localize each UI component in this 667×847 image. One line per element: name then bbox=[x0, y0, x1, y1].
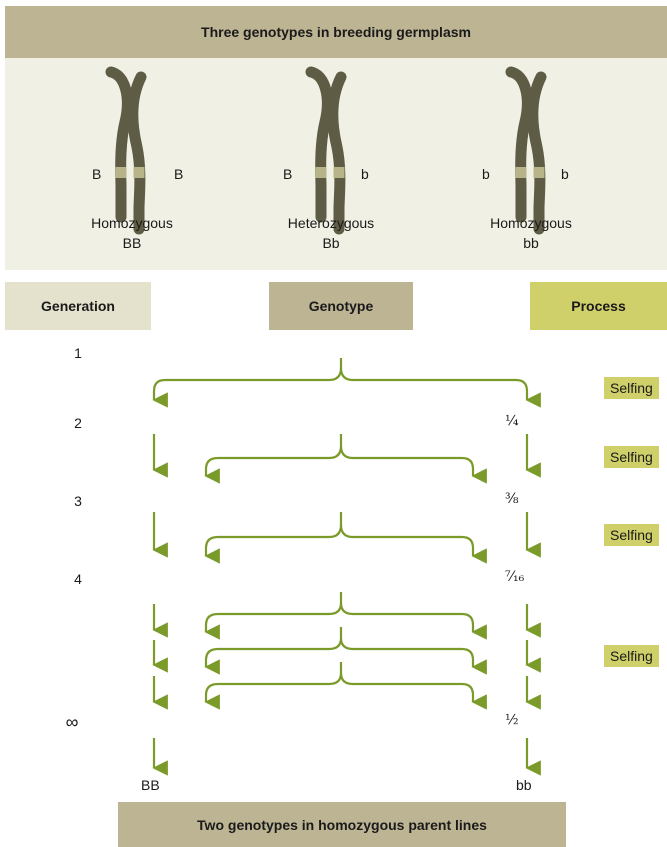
brace-gen2 bbox=[206, 434, 341, 476]
final-genotype-right: bb bbox=[516, 777, 532, 793]
footer-title: Two genotypes in homozygous parent lines bbox=[197, 817, 487, 833]
process-label-selfing: Selfing bbox=[604, 446, 659, 468]
fraction-gen2: ¼ bbox=[505, 413, 519, 429]
generation-4-label: 4 bbox=[68, 571, 88, 587]
generation-2-label: 2 bbox=[68, 415, 88, 431]
brace-gen1 bbox=[154, 358, 341, 400]
brace-gen2-right bbox=[341, 446, 473, 476]
brace-gen4a-right bbox=[341, 603, 473, 632]
brace-gen4a bbox=[206, 592, 341, 632]
brace-gen4b-right bbox=[341, 638, 473, 667]
brace-gen1-right bbox=[341, 368, 527, 400]
final-genotype-left: BB bbox=[141, 777, 160, 793]
brace-gen4c-right bbox=[341, 673, 473, 702]
footer-banner: Two genotypes in homozygous parent lines bbox=[118, 802, 566, 847]
brace-gen3-right bbox=[341, 525, 473, 556]
brace-gen4c bbox=[206, 662, 341, 702]
brace-gen4b bbox=[206, 627, 341, 667]
brace-gen3 bbox=[206, 512, 341, 556]
generation-3-label: 3 bbox=[68, 493, 88, 509]
process-label-selfing: Selfing bbox=[604, 645, 659, 667]
process-label-selfing: Selfing bbox=[604, 524, 659, 546]
process-label-selfing: Selfing bbox=[604, 377, 659, 399]
generation-infinity-label: ∞ bbox=[62, 712, 82, 733]
generation-1-label: 1 bbox=[68, 345, 88, 361]
fraction-gen3: ⅜ bbox=[505, 491, 519, 507]
fraction-infinity: ½ bbox=[505, 712, 519, 728]
fraction-gen4: ⁷⁄₁₆ bbox=[505, 569, 524, 585]
